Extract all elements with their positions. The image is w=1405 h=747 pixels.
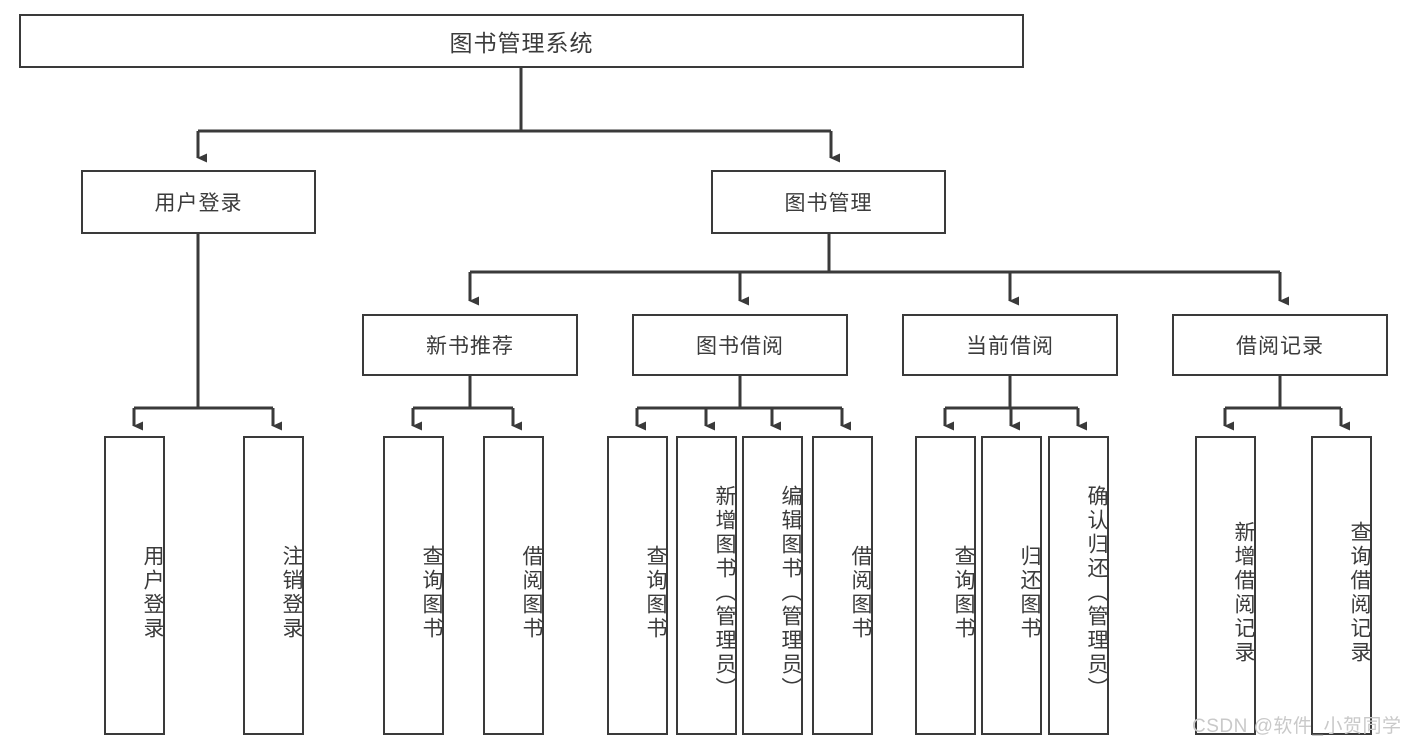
node-label: 借阅图书 xyxy=(520,544,543,641)
leaf-node-borrow-book-recommendation[interactable]: 借阅图书 xyxy=(483,436,544,735)
leaf-node-query-book-current[interactable]: 查询图书 xyxy=(915,436,976,735)
leaf-node-borrow-book[interactable]: 借阅图书 xyxy=(812,436,873,735)
leaf-node-confirm-return-admin[interactable]: 确认归还（管理员） xyxy=(1048,436,1109,735)
node-label: 查询图书 xyxy=(952,544,975,641)
node-label: 当前借阅 xyxy=(966,335,1054,358)
node-label: 编辑图书（管理员） xyxy=(779,484,802,701)
node-book-management[interactable]: 图书管理 xyxy=(711,170,946,234)
node-label: 查询图书 xyxy=(420,544,443,641)
node-label: 归还图书 xyxy=(1018,544,1041,641)
leaf-node-logout[interactable]: 注销登录 xyxy=(243,436,304,735)
node-label: 查询借阅记录 xyxy=(1348,520,1371,665)
node-label: 图书借阅 xyxy=(696,335,784,358)
leaf-node-return-book[interactable]: 归还图书 xyxy=(981,436,1042,735)
leaf-node-add-borrow-record[interactable]: 新增借阅记录 xyxy=(1195,436,1256,735)
node-label: 确认归还（管理员） xyxy=(1085,484,1108,701)
node-book-borrow[interactable]: 图书借阅 xyxy=(632,314,848,376)
node-label: 用户登录 xyxy=(141,544,164,641)
leaf-node-query-book-recommendation[interactable]: 查询图书 xyxy=(383,436,444,735)
node-label: 图书管理系统 xyxy=(449,30,594,56)
node-label: 借阅记录 xyxy=(1236,335,1324,358)
node-label: 用户登录 xyxy=(154,192,243,215)
leaf-node-edit-book-admin[interactable]: 编辑图书（管理员） xyxy=(742,436,803,735)
leaf-node-user-login[interactable]: 用户登录 xyxy=(104,436,165,735)
node-label: 新增借阅记录 xyxy=(1232,520,1255,665)
node-current-borrow[interactable]: 当前借阅 xyxy=(902,314,1118,376)
node-label: 借阅图书 xyxy=(849,544,872,641)
leaf-node-query-book-borrow[interactable]: 查询图书 xyxy=(607,436,668,735)
leaf-node-query-borrow-record[interactable]: 查询借阅记录 xyxy=(1311,436,1372,735)
node-label: 查询图书 xyxy=(644,544,667,641)
leaf-node-add-book-admin[interactable]: 新增图书（管理员） xyxy=(676,436,737,735)
node-root-book-management-system[interactable]: 图书管理系统 xyxy=(19,14,1024,68)
node-new-book-recommendation[interactable]: 新书推荐 xyxy=(362,314,578,376)
watermark-text: CSDN @软件_小贺同学 xyxy=(1192,716,1402,737)
node-borrow-record[interactable]: 借阅记录 xyxy=(1172,314,1388,376)
node-label: 新增图书（管理员） xyxy=(713,484,736,701)
node-label: 注销登录 xyxy=(280,544,303,641)
node-label: 图书管理 xyxy=(784,192,873,215)
node-user-login[interactable]: 用户登录 xyxy=(81,170,316,234)
node-label: 新书推荐 xyxy=(426,335,514,358)
